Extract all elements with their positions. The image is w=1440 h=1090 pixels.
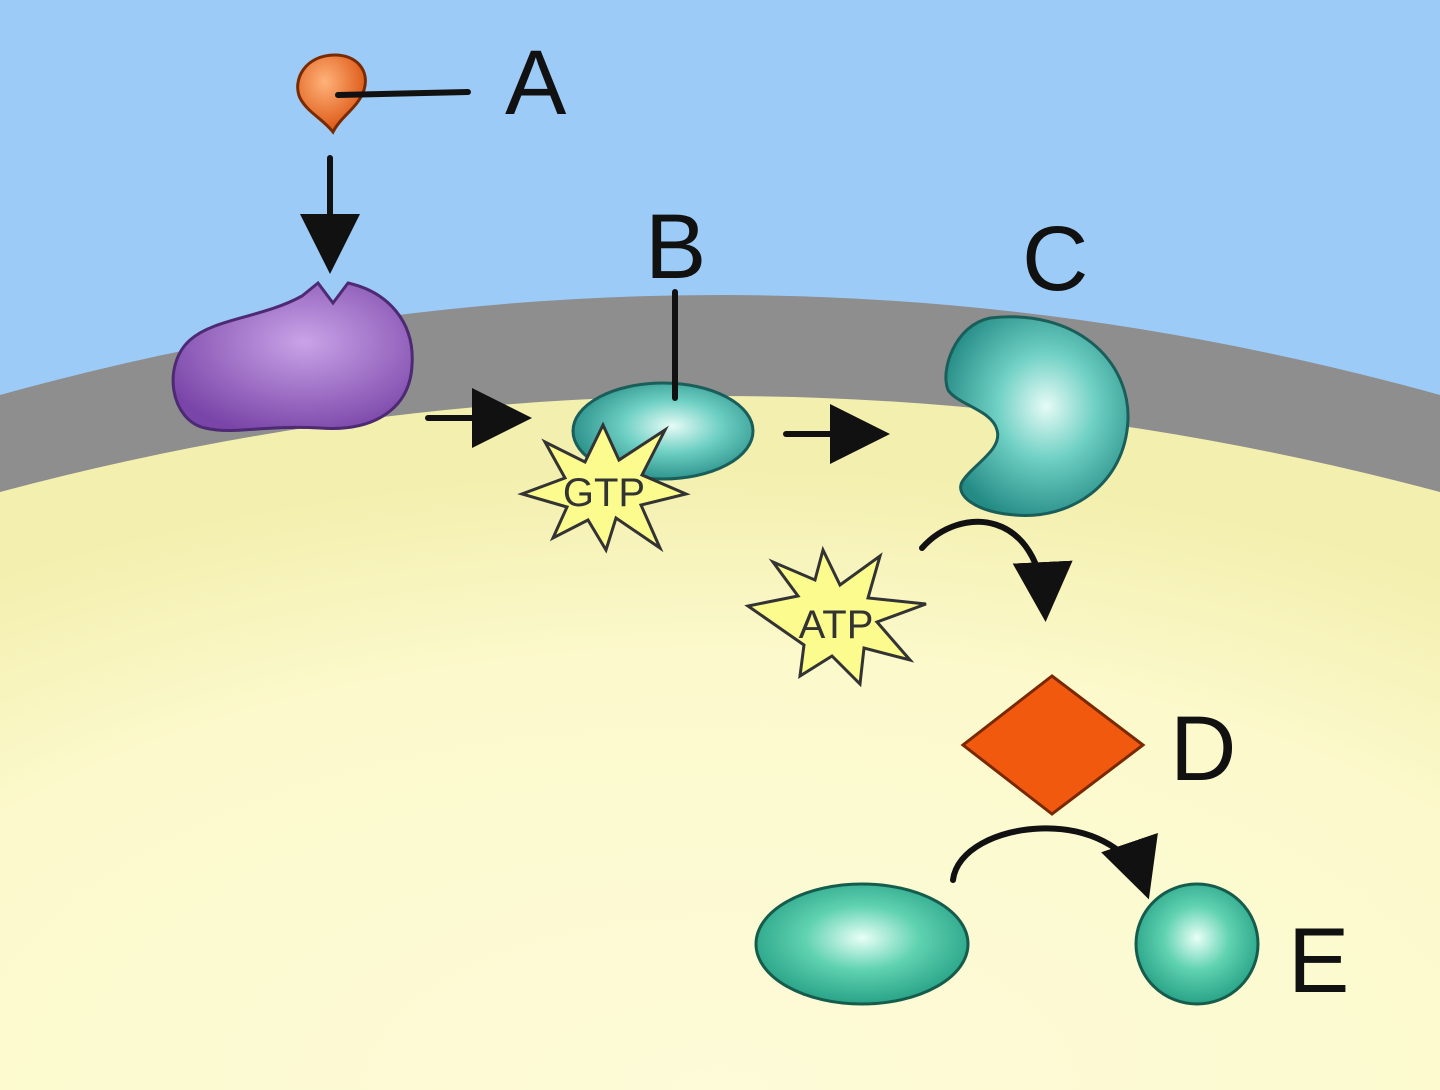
arrow-kinase-to-d [919,518,1073,622]
atp-label: ATP [799,603,874,647]
inactive-effector [754,882,970,1006]
label-d: D [1170,698,1236,800]
gtp-burst: GTP [517,421,691,554]
label-e: E [1288,910,1349,1012]
gtp-label: GTP [563,471,645,515]
arrow-effector-to-e [950,825,1158,900]
ligand-a [296,53,367,135]
label-a: A [505,32,567,134]
second-messenger-d [960,674,1146,816]
label-c: C [1022,208,1088,310]
label-a-leader [335,89,471,98]
label-b: B [645,196,706,298]
cytoplasm [0,396,1440,1090]
atp-burst: ATP [744,545,927,688]
active-effector-e [1134,882,1260,1006]
receptor [171,280,414,433]
kinase-c [944,315,1130,517]
